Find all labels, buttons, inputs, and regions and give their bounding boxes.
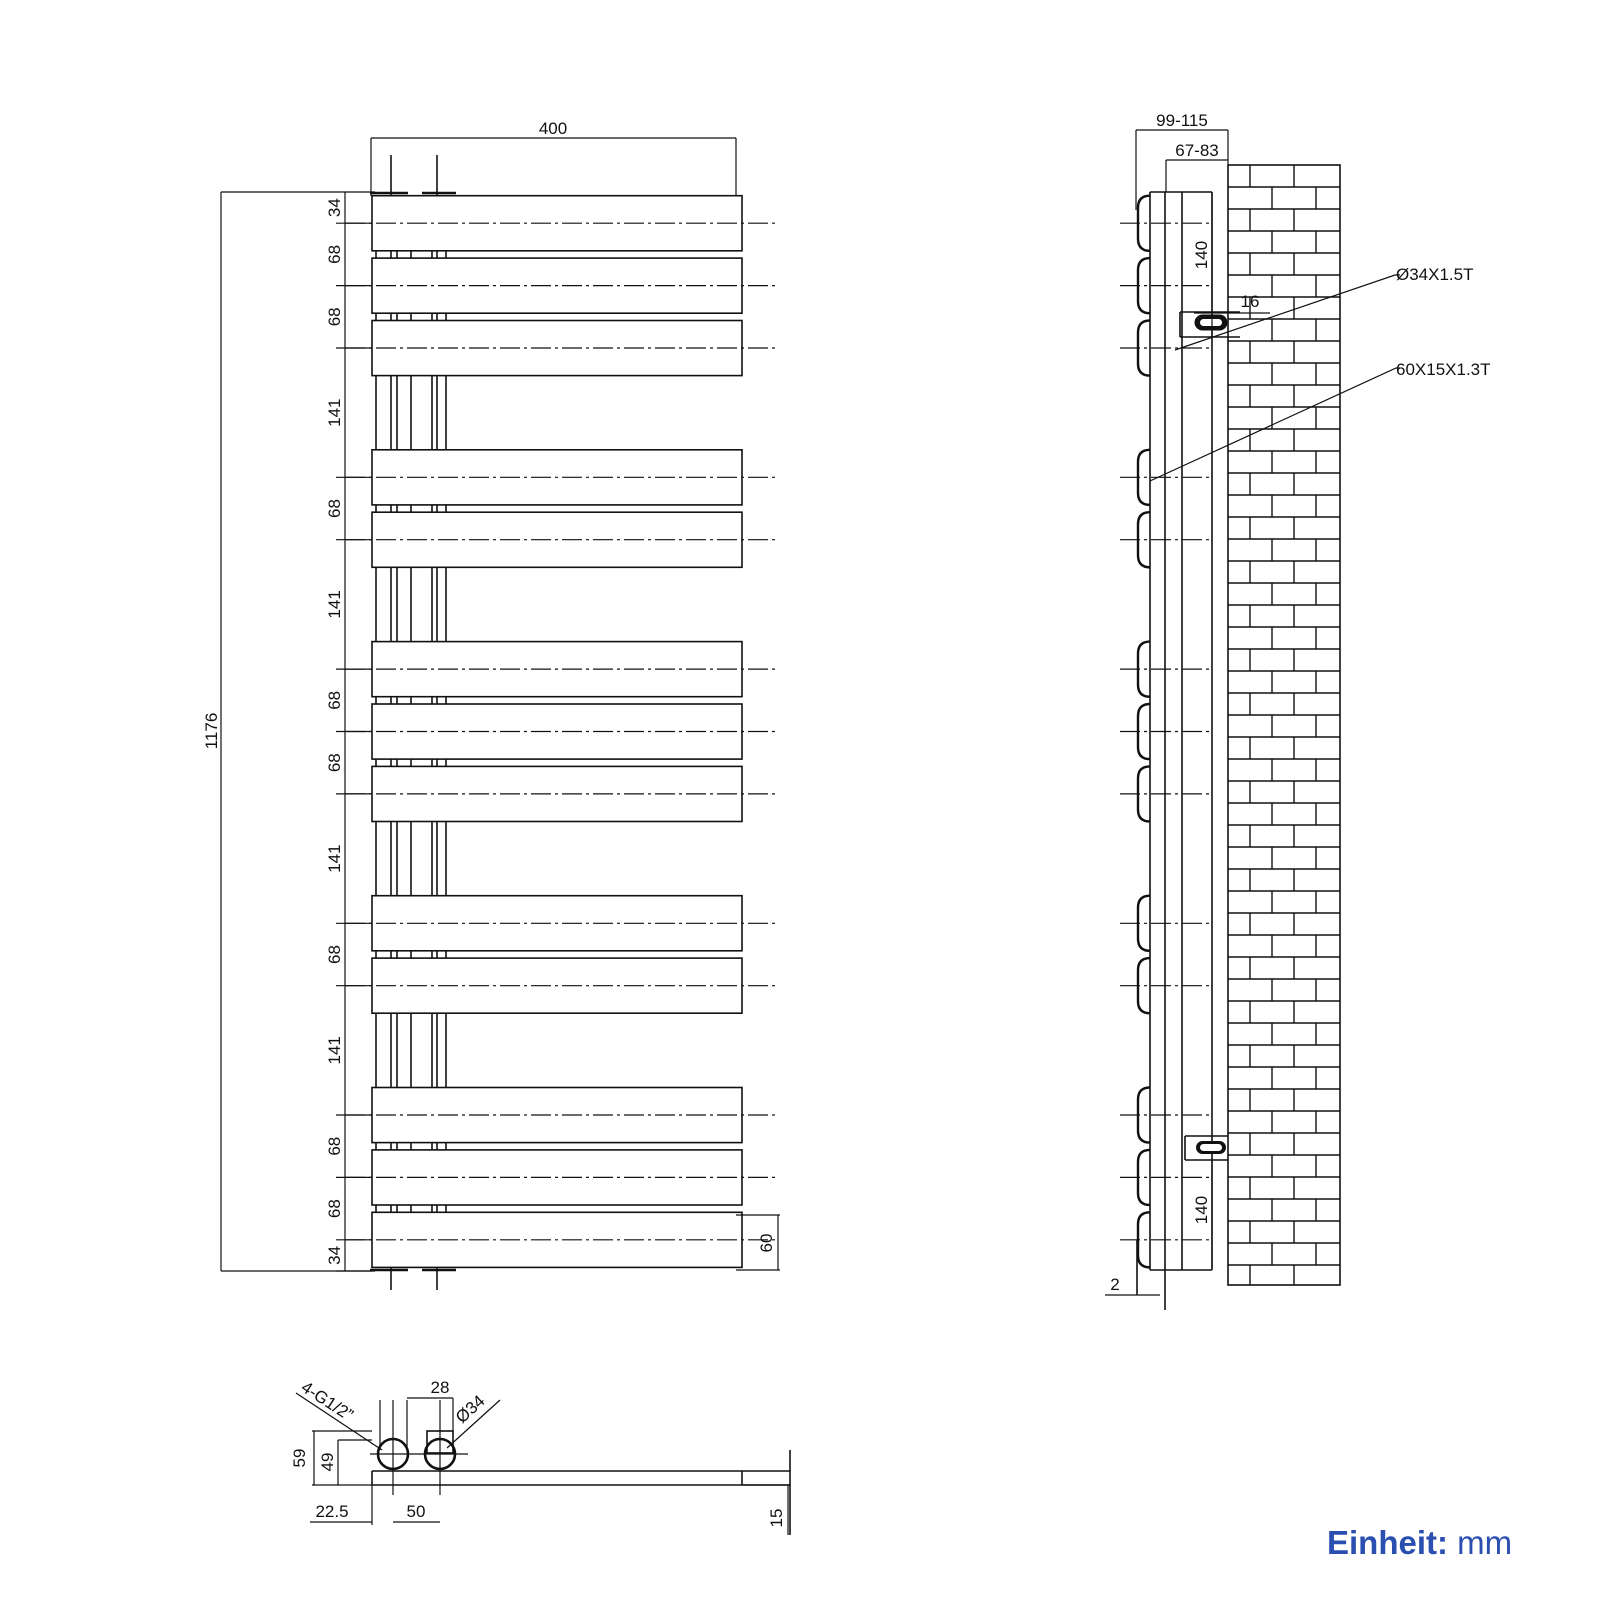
side-view: 99-115 67-83 140 140 16 2 Ø34X1.5T 60X15… bbox=[1105, 111, 1491, 1310]
pipe-spec-label: Ø34X1.5T bbox=[1396, 265, 1474, 284]
brick-pattern bbox=[1228, 165, 1340, 1285]
bar-spec-leader bbox=[1149, 367, 1400, 482]
bar-profile bbox=[1120, 1086, 1210, 1144]
bottom-view: 28 4-G1/2” Ø34 59 49 22.5 50 15 bbox=[290, 1377, 791, 1535]
pipe-diameter-label: Ø34 bbox=[452, 1391, 489, 1427]
connection-label: 4-G1/2” bbox=[298, 1377, 357, 1425]
bar-profile bbox=[1120, 765, 1210, 823]
spacing-28-label: 28 bbox=[431, 1378, 450, 1397]
bar-profile bbox=[1120, 1148, 1210, 1207]
spacing-label: 68 bbox=[325, 1199, 344, 1218]
spacing-label: 68 bbox=[325, 245, 344, 264]
top-wall-bracket bbox=[1179, 311, 1240, 338]
bracket-bottom-label: 140 bbox=[1192, 1196, 1211, 1224]
bar-profile bbox=[1120, 448, 1210, 507]
offset-22-5-label: 22.5 bbox=[315, 1502, 348, 1521]
center-50-label: 50 bbox=[407, 1502, 426, 1521]
spacing-label: 68 bbox=[325, 753, 344, 772]
height-59-label: 59 bbox=[290, 1449, 309, 1468]
width-label: 400 bbox=[539, 119, 567, 138]
spacing-label: 34 bbox=[325, 1246, 344, 1265]
bar-profile bbox=[1120, 1211, 1210, 1269]
brick-wall bbox=[1227, 164, 1341, 1286]
bar-profile bbox=[1120, 511, 1210, 569]
bottom-wall-bracket bbox=[1184, 1135, 1228, 1161]
bar-thickness-label: 60 bbox=[757, 1234, 776, 1253]
front-view: 400 1176 3468681416814168681416814168683… bbox=[202, 119, 780, 1290]
wall-gap-label: 16 bbox=[1241, 292, 1260, 311]
spacing-label: 141 bbox=[325, 1036, 344, 1064]
bar-spec-label: 60X15X1.3T bbox=[1396, 360, 1491, 379]
bar-profile bbox=[1120, 319, 1210, 377]
offset-label: 2 bbox=[1110, 1275, 1119, 1294]
unit-label: Einheit: mm bbox=[1327, 1524, 1512, 1562]
depth-inner-label: 67-83 bbox=[1175, 141, 1218, 160]
spacing-label: 34 bbox=[325, 198, 344, 217]
thickness-15-label: 15 bbox=[767, 1509, 786, 1528]
bar-profile bbox=[1120, 894, 1210, 952]
spacing-label: 68 bbox=[325, 307, 344, 326]
pipe-spec-leader bbox=[1174, 274, 1400, 351]
unit-value: mm bbox=[1457, 1524, 1513, 1561]
towel-bars bbox=[345, 194, 775, 1269]
spacing-label: 68 bbox=[325, 1137, 344, 1156]
spacing-label: 68 bbox=[325, 691, 344, 710]
spacing-labels: 34 68 68 141 68 141 68 68 141 68 141 68 68 34 bbox=[325, 198, 372, 1272]
depth-outer-label: 99-115 bbox=[1156, 111, 1208, 130]
bracket-top-label: 140 bbox=[1192, 241, 1211, 269]
spacing-label: 68 bbox=[325, 945, 344, 964]
bar-profile bbox=[1120, 640, 1210, 698]
bar-profile bbox=[1120, 194, 1210, 252]
height-label: 1176 bbox=[202, 713, 221, 750]
bar-profile bbox=[1120, 256, 1210, 315]
spacing-label: 141 bbox=[325, 844, 344, 872]
bar-profile bbox=[1120, 956, 1210, 1015]
bar-profiles bbox=[1120, 194, 1210, 1269]
height-49-label: 49 bbox=[318, 1453, 337, 1472]
unit-word: Einheit: bbox=[1327, 1524, 1448, 1561]
spacing-label: 141 bbox=[325, 399, 344, 427]
bar-profile bbox=[1120, 702, 1210, 761]
spacing-label: 68 bbox=[325, 499, 344, 518]
spacing-label: 141 bbox=[325, 590, 344, 618]
